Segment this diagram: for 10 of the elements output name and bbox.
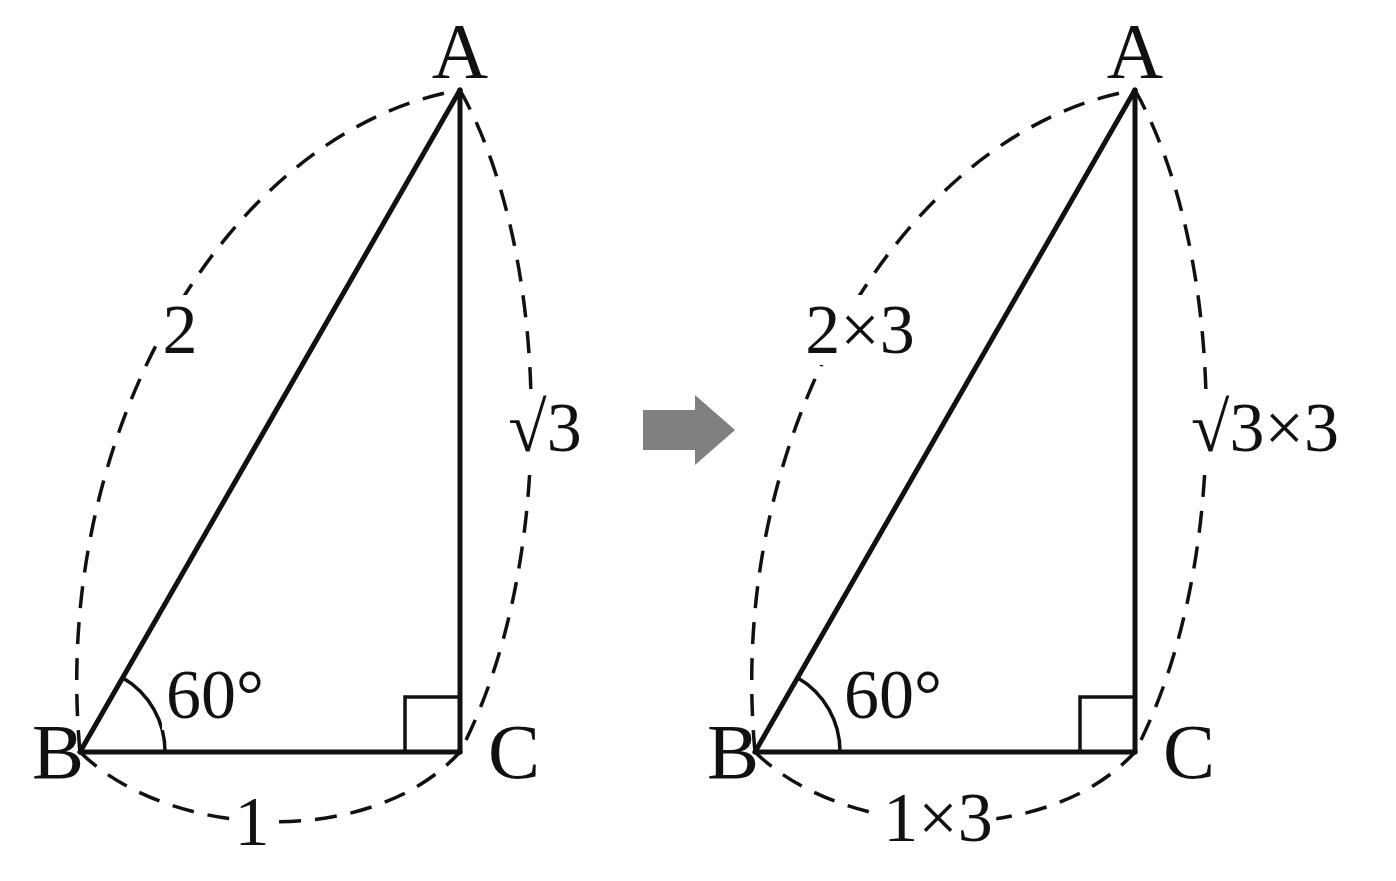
vertex-label: B [705, 712, 759, 792]
vertex-label: C [1161, 712, 1215, 792]
vertex-label: B [30, 712, 84, 792]
vertex-label: A [430, 12, 490, 96]
triangle-side [77, 749, 463, 755]
vertex-label: C [486, 712, 540, 792]
triangle-side [457, 87, 463, 755]
vertex-label: A [1105, 12, 1165, 96]
triangle-side [752, 749, 1138, 755]
triangle-side [1132, 87, 1138, 755]
